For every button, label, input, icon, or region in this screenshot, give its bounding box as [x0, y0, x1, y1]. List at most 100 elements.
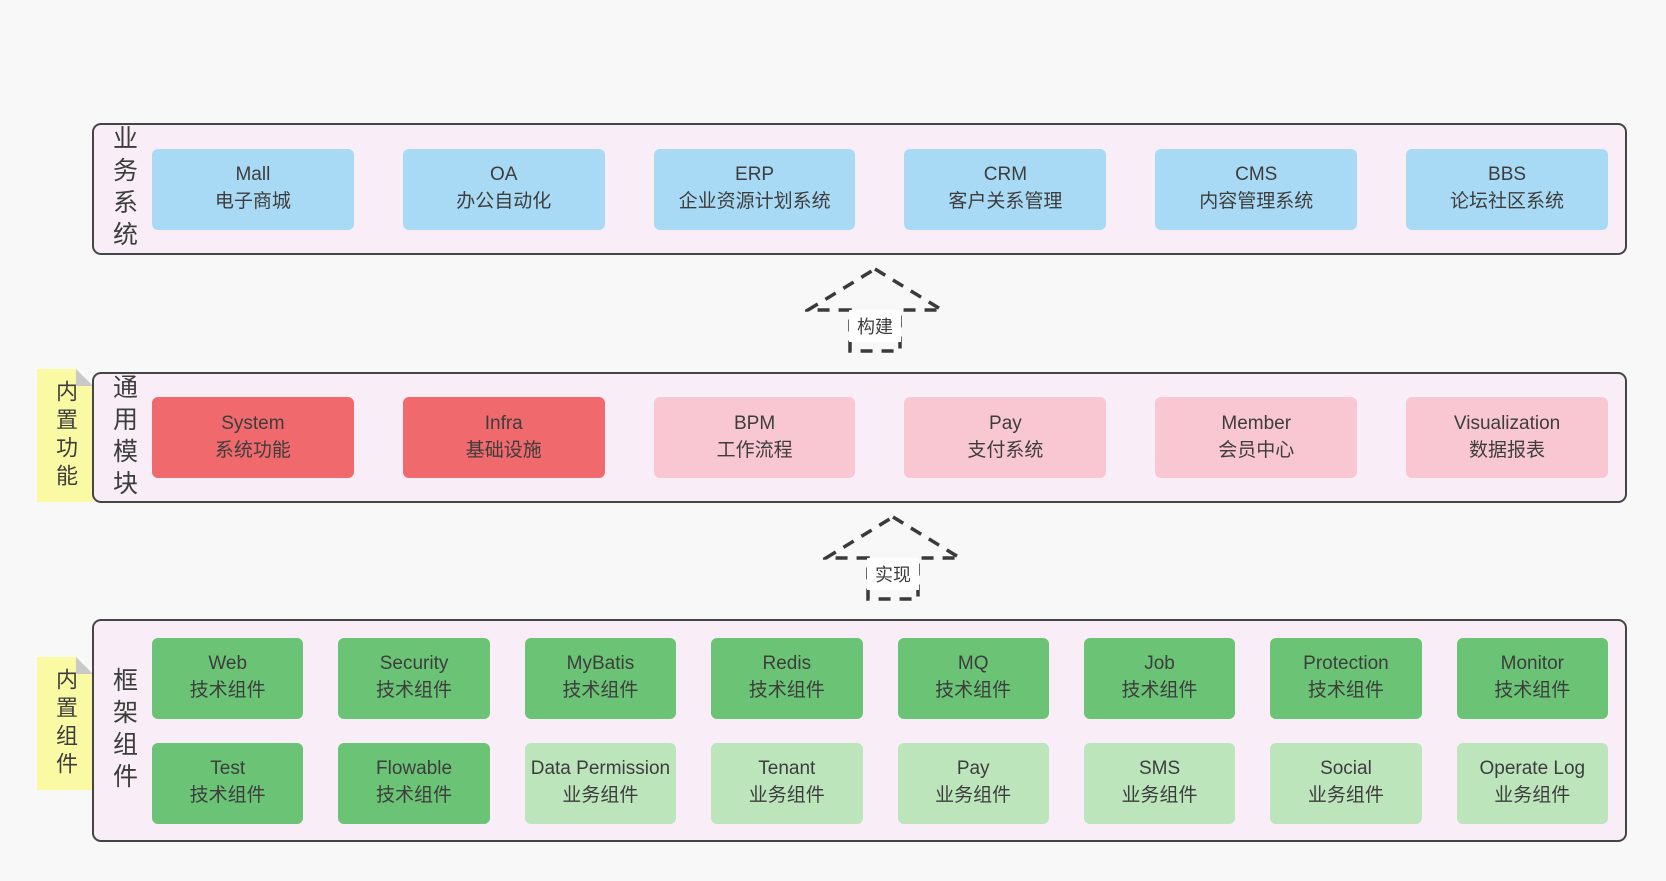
- node-title: Pay: [989, 412, 1022, 434]
- node-title: Infra: [484, 412, 523, 434]
- layer-body-business: Mall 电子商城 OA 办公自动化 ERP 企业资源计划系统 CRM 客户关系管理 CMS 内容…: [152, 125, 1625, 253]
- arrow-label: 构建: [849, 310, 901, 342]
- node-subtitle: 数据报表: [1469, 439, 1546, 461]
- node-security: Security 技术组件: [338, 637, 490, 719]
- node-flowable: Flowable 技术组件: [338, 742, 490, 824]
- node-mq: MQ 技术组件: [897, 637, 1049, 719]
- node-title: Visualization: [1453, 412, 1561, 434]
- node-title: Member: [1221, 412, 1292, 434]
- node-subtitle: 论坛社区系统: [1450, 191, 1565, 212]
- node-title: Job: [1144, 653, 1175, 675]
- node-title: OA: [490, 164, 518, 186]
- node-web: Web 技术组件: [152, 637, 304, 719]
- node-subtitle: 会员中心: [1218, 439, 1295, 461]
- node-title: Monitor: [1500, 653, 1564, 675]
- layer-components: 框架组件 Web 技术组件 Security 技术组件 MyBatis 技术组件 Redis 技…: [92, 619, 1627, 842]
- layer-label-text: 框架组件: [109, 666, 138, 795]
- node-title: Security: [379, 653, 449, 675]
- node-mybatis: MyBatis 技术组件: [524, 637, 677, 719]
- node-subtitle: 系统功能: [214, 439, 291, 461]
- node-bbs: BBS 论坛社区系统: [1406, 148, 1608, 230]
- node-subtitle: 技术组件: [376, 785, 453, 806]
- node-subtitle: 技术组件: [1307, 680, 1384, 701]
- node-subtitle: 工作流程: [716, 439, 793, 461]
- node-subtitle: 技术组件: [376, 680, 453, 701]
- node-subtitle: 业务组件: [935, 785, 1012, 806]
- node-subtitle: 技术组件: [748, 680, 825, 701]
- node-redis: Redis 技术组件: [711, 637, 863, 719]
- node-title: BPM: [733, 412, 776, 434]
- node-subtitle: 业务组件: [1121, 785, 1198, 806]
- node-title: MyBatis: [566, 653, 635, 675]
- layer-label-components: 框架组件: [94, 621, 152, 840]
- sticky-note-label: 内置功能: [53, 379, 78, 492]
- sticky-note-components: 内置组件: [37, 657, 93, 790]
- node-subtitle: 电子商城: [214, 191, 291, 212]
- node-subtitle: 客户关系管理: [948, 191, 1063, 212]
- node-subtitle: 办公自动化: [456, 191, 552, 212]
- node-title: CMS: [1235, 164, 1278, 186]
- node-title: MQ: [957, 653, 989, 675]
- node-subtitle: 技术组件: [189, 785, 266, 806]
- node-operate-log: Operate Log 业务组件: [1456, 742, 1608, 824]
- node-erp: ERP 企业资源计划系统: [653, 148, 856, 230]
- node-title: Mall: [235, 164, 271, 186]
- node-title: Web: [208, 653, 248, 675]
- node-subtitle: 技术组件: [935, 680, 1012, 701]
- sticky-note-label: 内置组件: [53, 667, 78, 780]
- sticky-fold-corner-icon: [76, 657, 93, 674]
- node-visualization: Visualization 数据报表: [1406, 397, 1608, 478]
- node-tenant: Tenant 业务组件: [711, 742, 863, 824]
- node-title: Protection: [1303, 653, 1389, 675]
- layer-label-text: 通用模块: [109, 373, 138, 502]
- node-title: BBS: [1488, 164, 1527, 186]
- node-subtitle: 技术组件: [189, 680, 266, 701]
- node-subtitle: 技术组件: [562, 680, 639, 701]
- node-member: Member 会员中心: [1155, 397, 1358, 478]
- node-title: Flowable: [376, 758, 453, 780]
- node-title: Tenant: [758, 758, 816, 780]
- node-title: CRM: [983, 164, 1028, 186]
- node-bpm: BPM 工作流程: [653, 397, 856, 478]
- arrow-implement: 实现: [823, 513, 963, 603]
- node-crm: CRM 客户关系管理: [904, 148, 1107, 230]
- node-subtitle: 业务组件: [748, 785, 825, 806]
- sticky-note-modules: 内置功能: [37, 369, 93, 502]
- node-protection: Protection 技术组件: [1270, 637, 1422, 719]
- node-title: Redis: [762, 653, 812, 675]
- node-title: Pay: [956, 758, 990, 780]
- node-title: Operate Log: [1479, 758, 1586, 780]
- node-title: Test: [210, 758, 246, 780]
- node-oa: OA 办公自动化: [402, 148, 605, 230]
- node-system: System 系统功能: [152, 397, 354, 478]
- node-test: Test 技术组件: [152, 742, 304, 824]
- node-subtitle: 业务组件: [1494, 785, 1571, 806]
- sticky-fold-corner-icon: [76, 369, 93, 386]
- node-subtitle: 基础设施: [465, 439, 542, 461]
- node-subtitle: 内容管理系统: [1199, 191, 1314, 212]
- node-title: ERP: [735, 164, 775, 186]
- node-subtitle: 业务组件: [1307, 785, 1384, 806]
- node-title: System: [221, 412, 285, 434]
- arrow-build: 构建: [805, 265, 945, 355]
- node-subtitle: 企业资源计划系统: [678, 191, 831, 212]
- arrow-label: 实现: [867, 558, 919, 590]
- node-title: Social: [1320, 758, 1372, 780]
- node-infra: Infra 基础设施: [402, 397, 605, 478]
- node-subtitle: 业务组件: [562, 785, 639, 806]
- node-pay: Pay 业务组件: [897, 742, 1049, 824]
- layer-label-modules: 通用模块: [94, 373, 152, 502]
- layer-label-text: 业务系统: [109, 125, 138, 253]
